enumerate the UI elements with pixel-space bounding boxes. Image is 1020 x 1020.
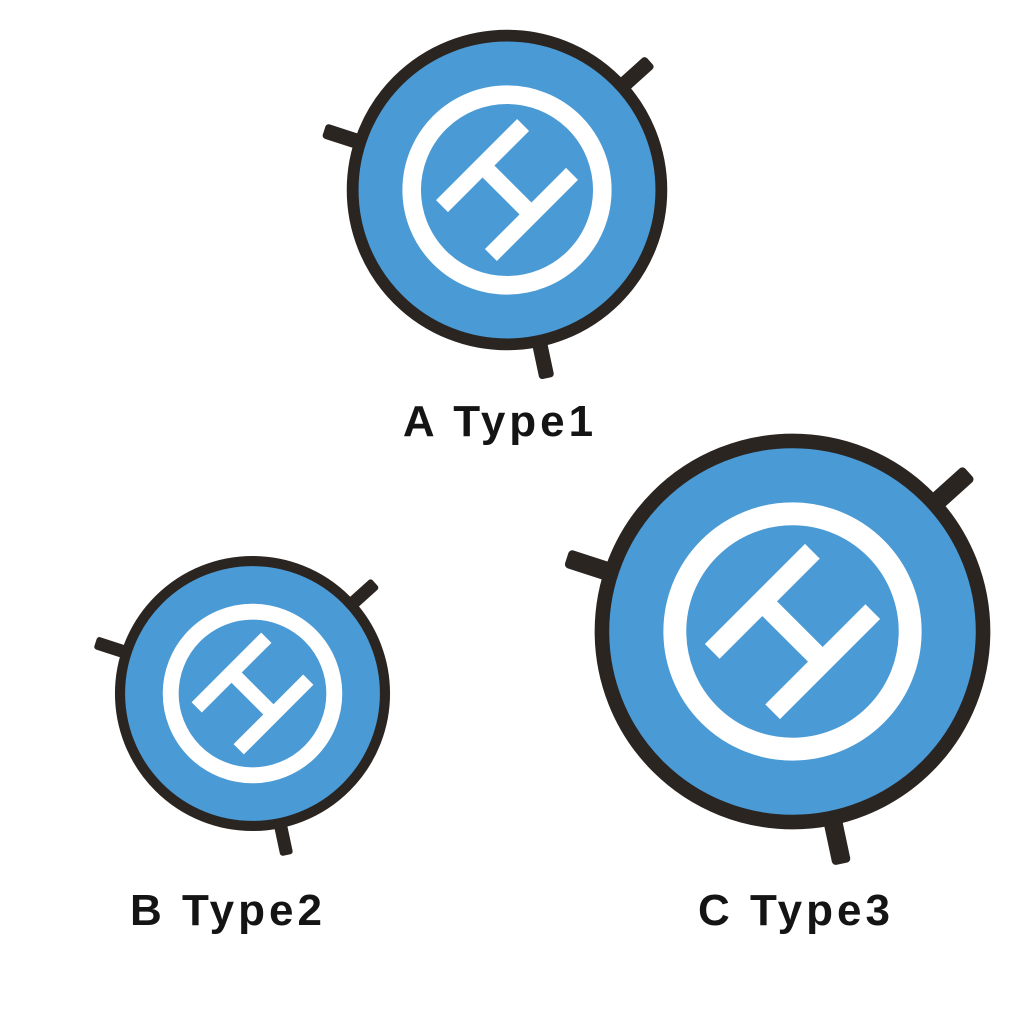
pad-type2-label: B Type2 <box>130 886 326 935</box>
pad-type1-label: A Type1 <box>402 397 598 446</box>
landing-pad-type2 <box>86 527 419 860</box>
landing-pad-type1 <box>313 0 701 384</box>
pad-type3-label: C Type3 <box>698 886 894 935</box>
landing-pad-type3 <box>553 392 1020 871</box>
helipad-icon <box>553 392 1020 871</box>
helipad-icon <box>313 0 701 384</box>
helipad-icon <box>86 527 419 860</box>
